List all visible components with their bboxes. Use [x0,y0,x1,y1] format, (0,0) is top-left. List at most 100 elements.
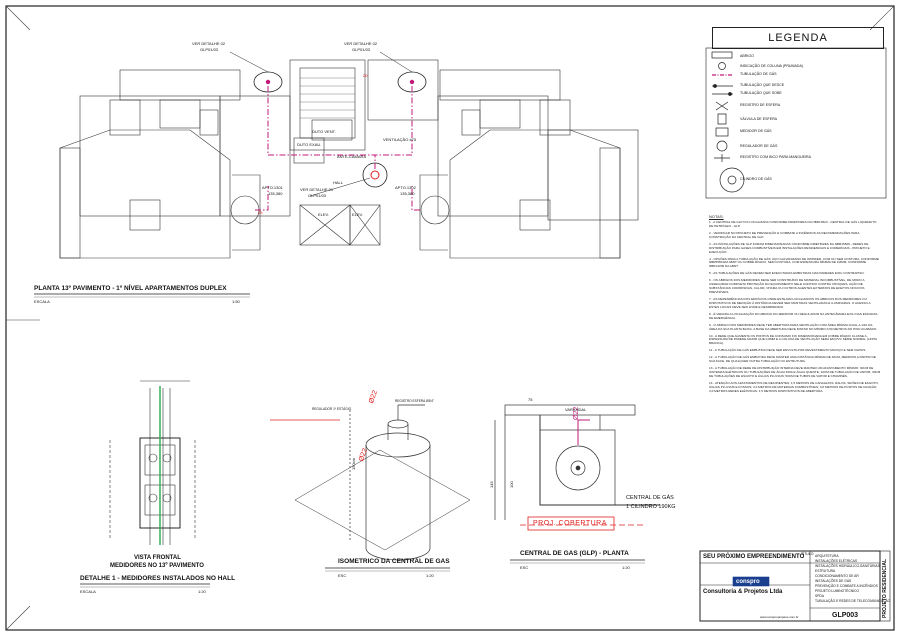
duto-exaust-label: DUTO EXAU. [297,142,322,147]
plan-ref-right: VER DETALHE 02 [344,41,378,46]
iso-register-label: REGISTRO ESFERA Ø3/4" [395,399,435,403]
note-item: 14 - ATENÇÃO AOS AFASTAMENTOS DE RECIPIE… [709,381,879,393]
central-dim2: 75 [528,397,533,402]
notes-heading: NOTAS: [709,214,724,219]
tb-discipline-item: INSTALAÇÕES DE GÁS [815,579,852,583]
legend-item-label: REGISTRO COM BICO PARA MANGUEIRA [740,155,812,159]
legend-item-label: TUBULAÇÃO DE GÁS [740,72,777,76]
tb-discipline-item: ARQUITETURA [815,554,839,558]
detail1-drawing [109,380,196,545]
sheet-border [5,5,895,631]
note-item: 11 - A TUBULAÇÃO DE GÁS EMBUTIDA DEVE SE… [709,348,867,353]
notes-panel: NOTAS: 1 - A CENTRAL DE GLP FOI LOCALIZA… [709,214,881,397]
iso-title: ISOMETRICO DA CENTRAL DE GAS [338,558,450,565]
tb-project: SEU PRÓXIMO EMPREENDIMENTO [703,554,805,560]
gas-lines [255,86,420,211]
tb-sheet-label: TÍTULO [801,552,814,556]
iso-scale: 1:20 [426,573,434,578]
note-item: 7 - AS DEPENDÊNCIAS DOS EDIFÍCIOS ONDE E… [709,297,871,309]
legend-item-label: CILINDRO DE GÁS [740,177,772,181]
legend-item-label: VÁLVULA DE ESFERA [740,117,778,121]
hall-label: HALL [333,180,344,185]
plan-scale: 1:50 [232,299,240,304]
tb-logo: conspro [736,579,760,585]
tb-website: www.consproprojetos.com.br [760,615,799,619]
detail1-scale-label: ESCALA [80,589,96,594]
duto-vent-label: DUTO VENT. [312,129,336,134]
legend-item-label: MEDIDOR DE GÁS [740,129,772,133]
tb-company: Consultoria & Projetos Ltda [703,589,783,595]
central-dim1: 145 [489,481,494,488]
note-item: 1 - A CENTRAL DE GLP FOI LOCALIZADA CONF… [709,220,877,228]
apto-right-elev: 135,380 [400,191,415,196]
legend-item-label: TUBULAÇÃO QUE SOBE [740,91,782,95]
plan-d25: 25 [258,210,263,215]
tb-discipline-item: INSTALAÇÕES HIDRÁULICO-SANITÁRIAS [815,564,880,568]
legend-item-label: TUBULAÇÃO QUE DESCE [740,83,785,87]
antecamara-label: ANTE-CÂMARA [337,154,367,159]
note-item: 6 - OS ABRIGOS DOS MEDIDORES DEVE SER CO… [709,278,865,294]
elev1-label: ELEV. [318,212,329,217]
tb-discipline-item: CONDICIONAMENTO DE AR [815,574,859,578]
central-scale-label: ESC [520,565,529,570]
plan-d20: 20 [363,73,368,78]
central-varanda: VARANDAL [565,407,587,412]
plan-ref-center-code: GLP01/03 [308,193,327,198]
gas-points [265,79,415,85]
note-item: 13 - A TUBULAÇÃO DE REDE DE DISTRIBUIÇÃO… [709,366,881,379]
central-label1: CENTRAL DE GÁS [626,495,674,501]
note-item: 8 - É VEDADA A LOCALIZAÇÃO DO ABRIGO DO … [709,311,878,320]
plan-ref-right-code: GLP01/03 [352,47,371,52]
central-dim3: 100 [509,481,514,488]
legend-item-label: INDICAÇÃO DE COLUNA (PRUMADA) [740,64,804,68]
iso-dim: 150cm [351,457,356,470]
apto-right: APTO.1302 [395,185,416,190]
tb-discipline-item: ESTRUTURA [815,569,836,573]
tb-discipline-item: PREVENÇÃO E COMBATE A INCÊNDIOS [815,584,878,588]
floor-plan [59,51,639,259]
plan-ref-center: VER DETALHE 01 [300,187,334,192]
plan-ref-left-code: GLP01/03 [200,47,219,52]
legend-title: LEGENDA [712,27,884,49]
legend-frame [705,47,887,199]
notes-list: 1 - A CENTRAL DE GLP FOI LOCALIZADA CONF… [709,220,881,394]
central-title: CENTRAL DE GAS (GLP) - PLANTA [520,550,629,557]
tb-discipline-item: PROJETO LUMINOTÉCNICO [815,589,860,593]
ventilacao-label: VENTILAÇÃO #75 [383,137,417,142]
iso-regulator-label: REGULADOR 1º ESTÁGIO [312,407,352,411]
note-item: 2 - VERIFICAR NO PROJETO DE PREVENÇÃO E … [709,230,860,239]
central-cobertura: PROJ. COBERTURA [533,520,607,527]
plan-ref-left: VER DETALHE 02 [192,41,226,46]
proj-cobertura-box [527,516,615,531]
legend-symbols [711,51,745,193]
plan-scale-label: ESCALA [34,299,50,304]
legend-item-label: REGULADOR DE GÁS [740,144,778,148]
iso-scale-label: ESC [338,573,347,578]
central-gas-pipe [577,419,590,445]
detail1-subtitle2: MEDIDORES NO 13º PAVIMENTO [110,563,204,569]
tb-discipline-item: TUBULAÇÃO E REDES DE TELECOMUNICAÇÃO [815,599,891,603]
note-item: 10 - A REDE QUE ALIMENTA OS PONTOS DE CO… [709,333,877,346]
note-item: 12 - A TUBULAÇÃO DE GÁS EMBUTIDA DEVE MA… [709,355,876,364]
apto-left: APTO.1301 [262,185,283,190]
tb-discipline-item: INSTALAÇÕES ELÉTRICAS [815,559,858,563]
tb-sheet: GLP003 [832,612,859,619]
plan-title: PLANTA 13º PAVIMENTO - 1º NÍVEL APARTAME… [34,285,227,292]
title-block [699,550,891,622]
note-item: 5 - AS TUBULAÇÕES DE GÁS DEVEM SER EXECU… [709,271,865,276]
tb-discipline-item: SPDA [815,594,824,598]
detail1-scale: 1:20 [198,589,206,594]
detail1-subtitle1: VISTA FRONTAL [134,555,181,561]
iso-drawing [294,404,471,561]
elev2-label: ELEV. [352,212,363,217]
note-item: 9 - O ABRIGO DOS MEDIDORES DEVE TER ABER… [709,322,878,331]
apto-left-elev: 135,380 [268,191,283,196]
legend-item-label: REGISTRO DE ESFERA [740,103,781,107]
legend-item-label: ABRIGO [740,54,754,58]
tb-side-label: PROJETO RESIDENCIAL [882,558,888,618]
central-label2: 1 CILINDRO 190KG [626,504,676,510]
detail1-title: DETALHE 1 - MEDIDORES INSTALADOS NO HALL [80,575,236,582]
central-scale: 1:20 [622,565,630,570]
